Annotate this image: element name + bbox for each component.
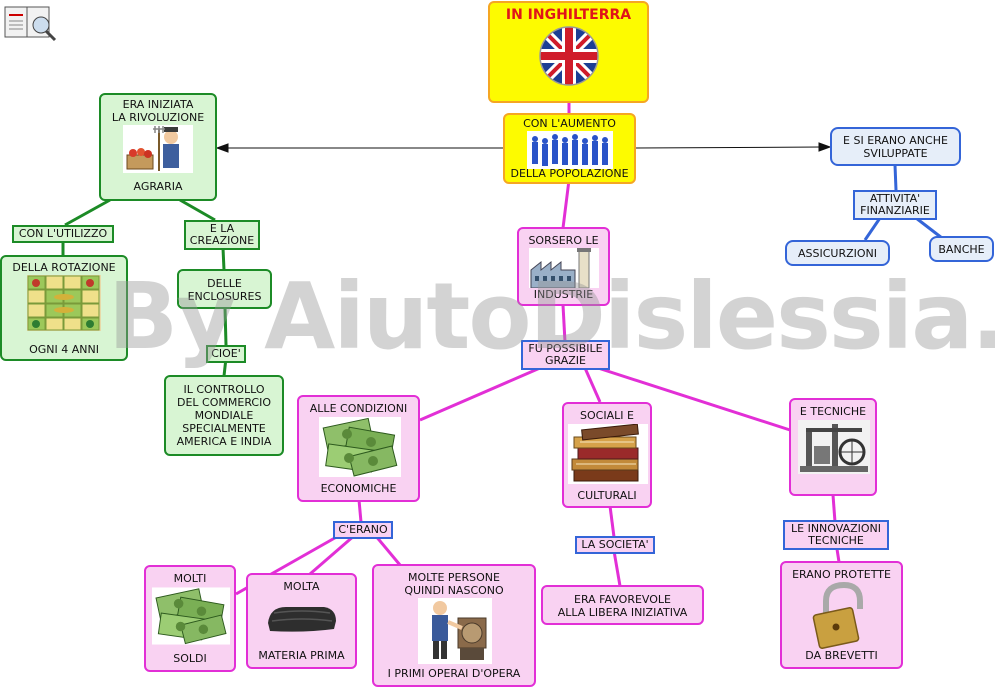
operai-node: MOLTE PERSONE QUINDI NASCONO I PRIMI OPE… [372,564,536,687]
rotazione-line2: OGNI 4 ANNI [29,343,99,356]
raw-material-icon [264,601,340,638]
link-agraria-utilizzo [64,198,111,227]
center-line1: CON L'AUMENTO [523,117,616,130]
arrow-left-head [215,143,229,153]
industrie-node: SORSERO LE INDUSTRIE [517,227,610,306]
page-title: IN INGHILTERRA [505,7,632,23]
enclosures-line1: DELLE [207,277,242,290]
economiche-node: ALLE CONDIZIONI ECONOMICHE [297,395,420,502]
books-icon [568,423,648,487]
utilizzo-label: CON L'UTILIZZO [12,225,114,243]
link-tecniche-innovazioni [831,494,837,523]
link-center-sviluppate [635,146,823,149]
favorevole-node: ERA FAVOREVOLE ALLA LIBERA INIZIATIVA [541,585,704,625]
materia-node: MOLTA MATERIA PRIMA [246,573,357,669]
link-enclosures-cioe [223,307,228,346]
title-box: IN INGHILTERRA [488,1,649,103]
uk-flag-icon [538,25,600,90]
enclosures-node: DELLE ENCLOSURES [177,269,272,309]
padlock-icon [812,581,872,652]
creazione-label: E LA CREAZIONE [184,220,260,250]
rotazione-line1: DELLA ROTAZIONE [12,261,116,274]
crowd-icon [527,131,613,172]
sviluppate-node: E SI ERANO ANCHE SVILUPPATE [830,127,961,166]
agraria-line3: AGRARIA [133,180,183,193]
link-industrie-grazie [561,304,567,343]
link-erano-materia [309,533,356,576]
watermark: By AiutoDislessia.net [108,263,995,370]
center-line2: DELLA POPOLAZIONE [510,167,629,180]
sociali-node: SOCIALI E CULTURALI [562,402,652,508]
link-agraria-creazione [179,198,216,222]
enclosures-line2: ENCLOSURES [187,290,262,303]
book-logo-icon [3,3,57,43]
link-sviluppate-finanziarie [893,164,898,191]
tecniche-node: E TECNICHE [789,398,877,496]
rotazione-node: DELLA ROTAZIONE OGNI 4 ANNI [0,255,128,361]
link-finanziarie-assicurazioni [863,217,882,241]
link-grazie-economiche [419,366,541,422]
link-grazie-tecniche [597,366,791,432]
link-societa-favorevole [612,550,622,587]
societa-label: LA SOCIETA' [575,536,655,554]
banche-node: BANCHE [929,236,994,262]
link-creazione-enclosures [221,247,226,271]
crop-rotation-grid-icon [27,275,101,334]
agraria-node: ERA INIZIATA LA RIVOLUZIONE AGRARIA [99,93,217,201]
soldi-node: MOLTI SOLDI [144,565,236,672]
link-center-industrie [561,179,571,229]
link-sociali-societa [608,505,616,538]
brevetti-node: ERANO PROTETTE DA BREVETTI [780,561,903,669]
cioe-label: CIOE' [206,345,246,363]
link-erano-operai [373,534,402,566]
steam-engine-icon [798,420,870,477]
arrow-right-head [818,142,832,152]
erano-label: C'ERANO [333,521,393,539]
link-innovazioni-brevetti [835,548,841,563]
center-popolazione: CON L'AUMENTO DELLA POPOLAZIONE [503,113,636,184]
link-economiche-erano [357,499,363,523]
link-grazie-sociali [583,367,602,403]
factory-icon [529,248,599,291]
agraria-line1: ERA INIZIATA [122,98,194,111]
grazie-label: FU POSSIBILE GRAZIE [521,340,610,370]
money-icon [319,417,401,480]
finanziarie-label: ATTIVITA' FINANZIARIE [853,190,937,220]
controllo-node: IL CONTROLLO DEL COMMERCIO MONDIALE SPEC… [164,375,284,456]
farmer-icon [123,125,193,176]
innovazioni-label: LE INNOVAZIONI TECNICHE [783,520,889,550]
link-finanziarie-banche [915,216,943,240]
money-icon-small [152,587,230,648]
assicurazioni-node: ASSICURZIONI [785,240,890,266]
agraria-line2: LA RIVOLUZIONE [111,111,205,124]
worker-icon [418,598,492,667]
